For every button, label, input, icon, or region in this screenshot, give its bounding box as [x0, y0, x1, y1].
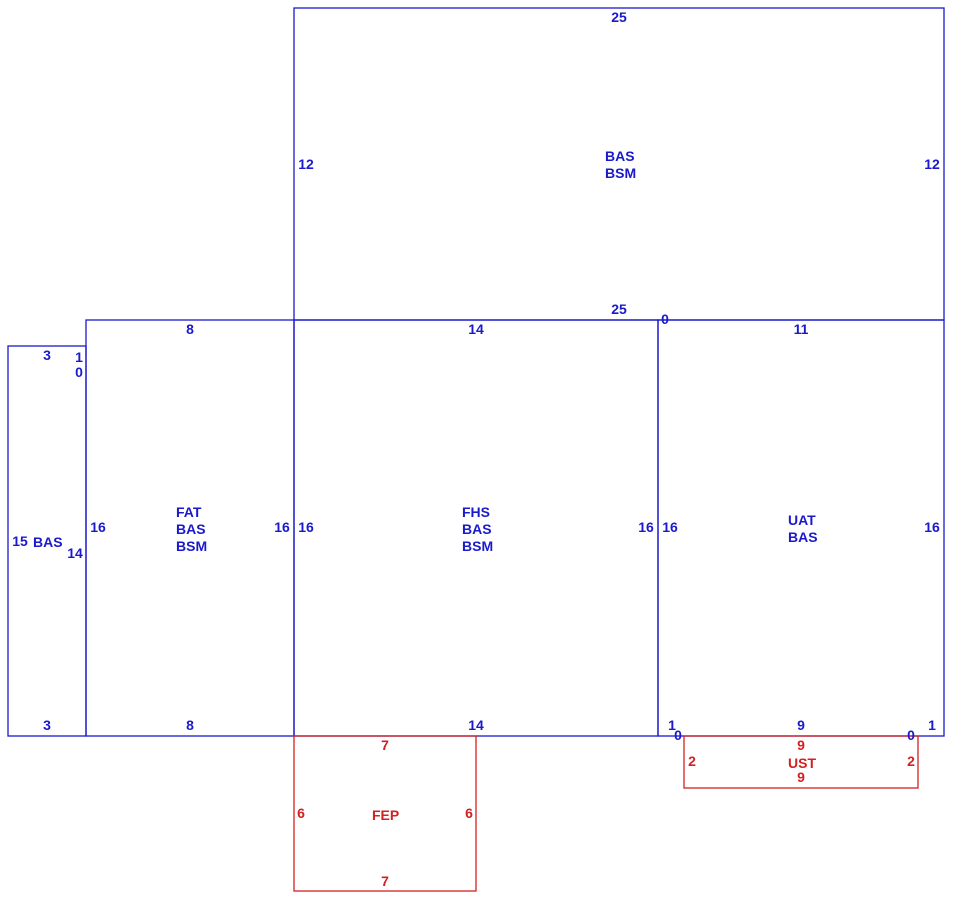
fat-dim-left: 16 — [90, 519, 106, 535]
uat-dim-right: 16 — [924, 519, 940, 535]
area-uat-outline — [657, 319, 945, 737]
bas-small-dim-right-top-a: 1 — [75, 349, 83, 365]
ust-dim-top: 9 — [797, 737, 805, 753]
uat-dim-corner-bottom-right: 1 — [928, 717, 936, 733]
bas-small-dim-left: 15 — [12, 533, 28, 549]
ust-dim-right: 2 — [907, 753, 915, 769]
ust-code: UST — [788, 755, 816, 771]
fat-code-3: BSM — [176, 538, 207, 554]
top-dim-right: 12 — [924, 156, 940, 172]
fat-code-1: FAT — [176, 504, 202, 520]
fep-dim-right: 6 — [465, 805, 473, 821]
fat-dim-right: 16 — [274, 519, 290, 535]
bas-small-code: BAS — [33, 534, 63, 550]
fhs-dim-top: 14 — [468, 321, 484, 337]
fat-dim-bottom: 8 — [186, 717, 194, 733]
fep-code: FEP — [372, 807, 399, 823]
fat-dim-top: 8 — [186, 321, 194, 337]
area-ust-outline — [683, 735, 919, 789]
uat-dim-corner-top: 0 — [661, 311, 669, 327]
ust-dim-left: 2 — [688, 753, 696, 769]
bas-small-dim-bottom: 3 — [43, 717, 51, 733]
fep-dim-top: 7 — [381, 737, 389, 753]
ust-dim-corner-right: 0 — [907, 727, 915, 743]
uat-code-1: UAT — [788, 512, 816, 528]
fhs-code-1: FHS — [462, 504, 490, 520]
top-dim-top: 25 — [611, 9, 627, 25]
bas-small-dim-right: 14 — [67, 545, 83, 561]
top-dim-left: 12 — [298, 156, 314, 172]
fhs-dim-left: 16 — [298, 519, 314, 535]
fhs-code-2: BAS — [462, 521, 492, 537]
area-bas-small-outline — [7, 345, 87, 737]
fat-code-2: BAS — [176, 521, 206, 537]
area-fep-outline — [293, 735, 477, 892]
bas-small-dim-top: 3 — [43, 347, 51, 363]
top-code-2: BSM — [605, 165, 636, 181]
bas-small-dim-right-top-b: 0 — [75, 364, 83, 380]
uat-dim-corner-bottom-left: 1 — [668, 717, 676, 733]
fhs-code-3: BSM — [462, 538, 493, 554]
fhs-dim-right: 16 — [638, 519, 654, 535]
uat-dim-left: 16 — [662, 519, 678, 535]
fep-dim-bottom: 7 — [381, 873, 389, 889]
area-top-outline — [293, 7, 945, 321]
uat-code-2: BAS — [788, 529, 818, 545]
uat-dim-top: 11 — [794, 321, 809, 337]
ust-dim-bottom: 9 — [797, 769, 805, 785]
ust-dim-corner-left: 0 — [674, 727, 682, 743]
top-code-1: BAS — [605, 148, 635, 164]
uat-dim-bottom: 9 — [797, 717, 805, 733]
top-dim-bottom: 25 — [611, 301, 627, 317]
fep-dim-left: 6 — [297, 805, 305, 821]
fhs-dim-bottom: 14 — [468, 717, 484, 733]
